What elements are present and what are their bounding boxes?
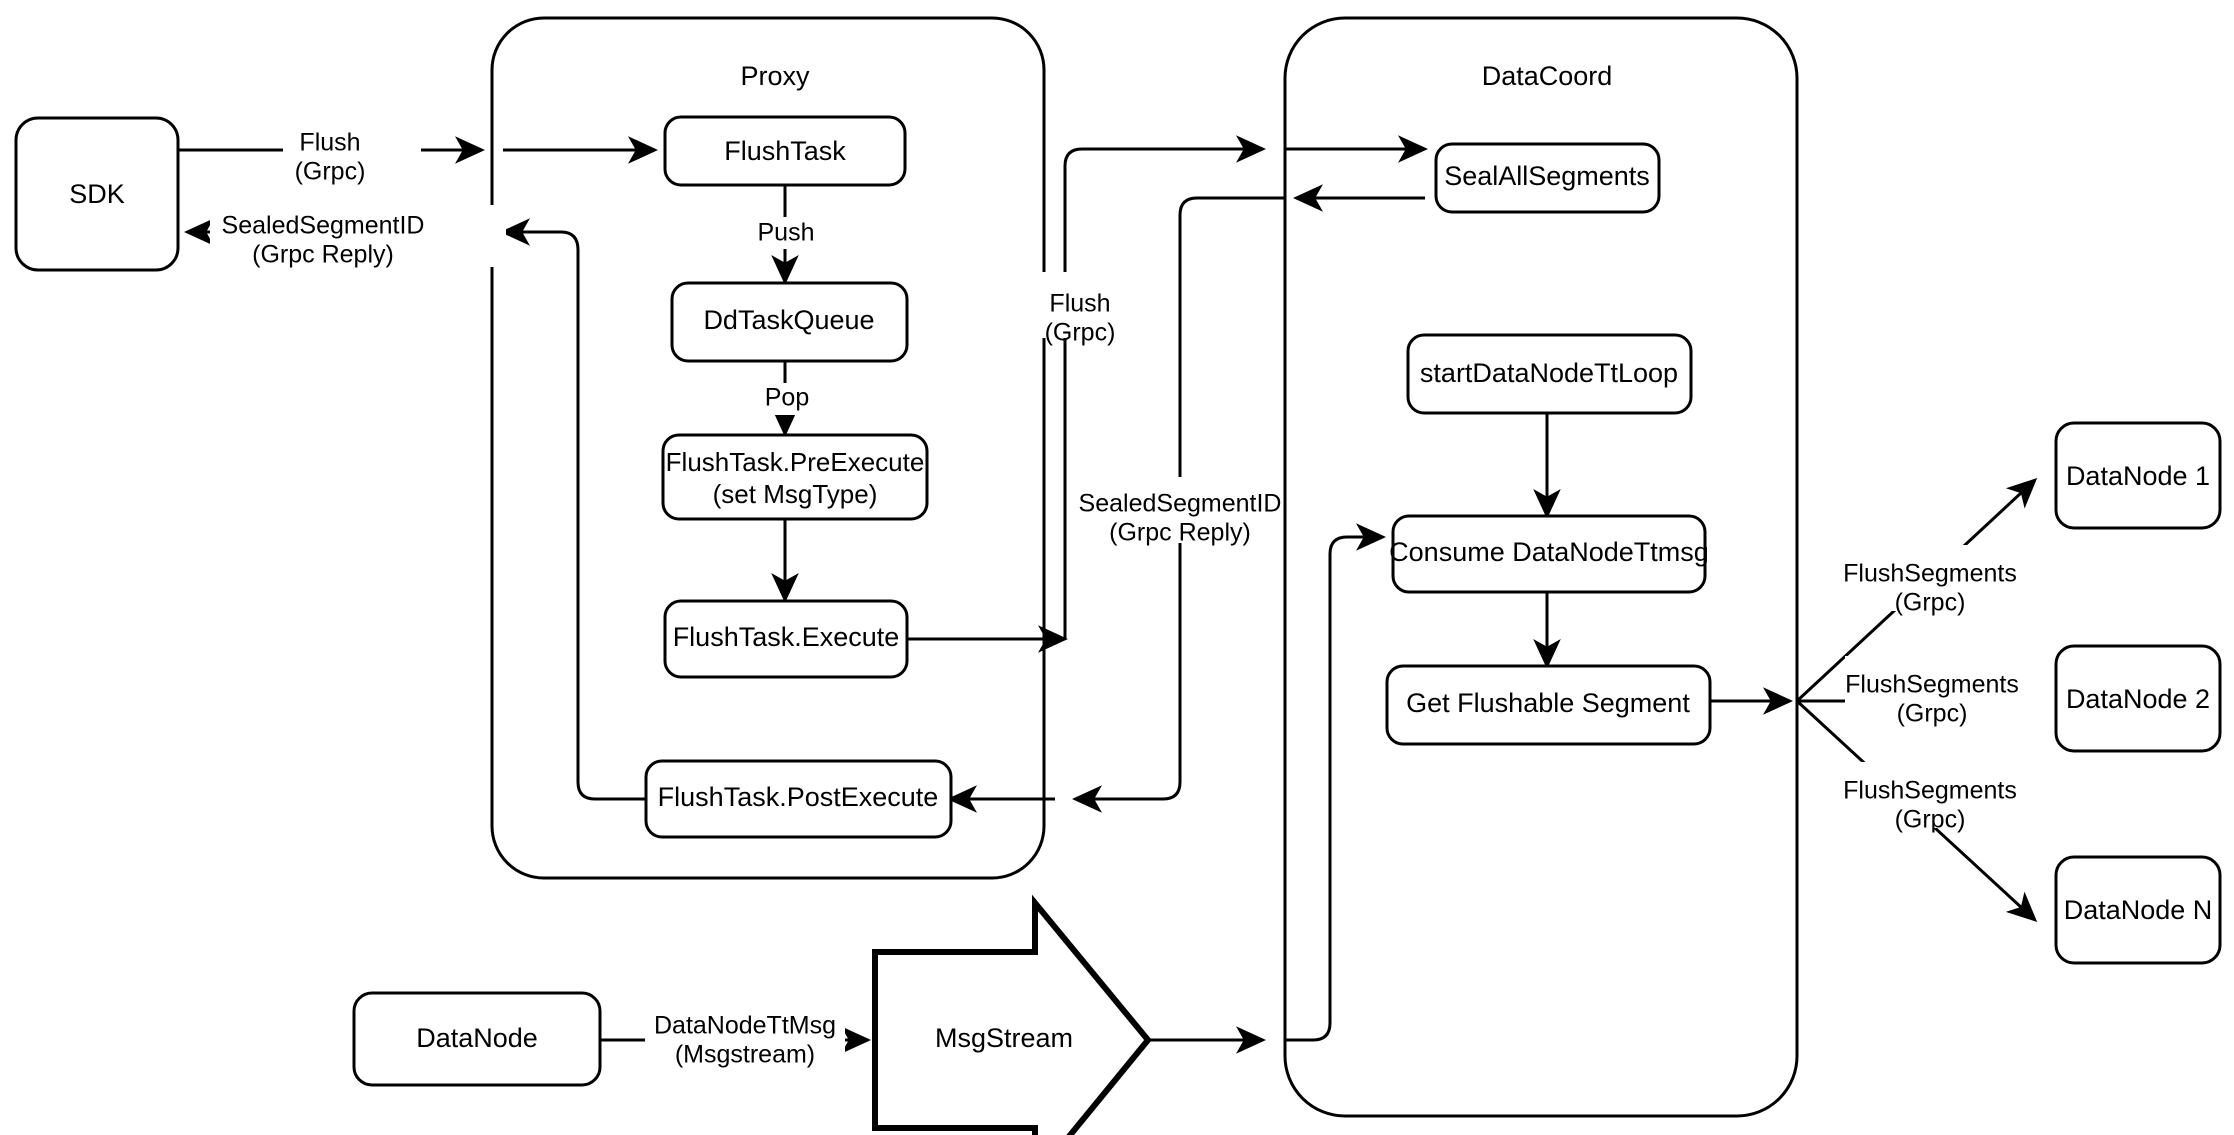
edge-label-bg-flushsegments-2	[1845, 656, 2045, 722]
edge-label-flushsegments-3-line1: FlushSegments	[1843, 777, 2017, 805]
edge-label-sealed-reply-line1: SealedSegmentID	[222, 212, 425, 240]
container-proxy	[490, 16, 1046, 880]
edge-label-datanode-tt-line1: DataNodeTtMsg	[654, 1012, 836, 1040]
edge-label-flushsegments-1-line1: FlushSegments	[1843, 560, 2017, 588]
node-datanode-1[interactable]	[2054, 421, 2222, 530]
node-msgstream-arrow[interactable]	[872, 894, 1152, 1135]
node-startdatanodettloop-label: startDataNodeTtLoop	[1420, 358, 1678, 388]
node-flushtask-label: FlushTask	[724, 136, 846, 166]
edge-label-flush-grpc-line1: Flush	[299, 129, 360, 157]
edge-label-bg-flush-mid	[1028, 272, 1142, 338]
node-datanode-n-label: DataNode N	[2064, 895, 2213, 925]
node-datanode-1-label: DataNode 1	[2066, 461, 2210, 491]
edge-label-push: Push	[758, 219, 815, 247]
node-datanode-source[interactable]	[352, 991, 602, 1087]
edge-label-bg-sealed-reply	[210, 205, 506, 267]
edge-label-sealed-mid-line1: SealedSegmentID	[1079, 490, 1282, 518]
edge-label-bg-flushsegments-1	[1843, 545, 2043, 611]
edge-label-bg-flushsegments-3	[1843, 762, 2043, 828]
node-datanode-source-label: DataNode	[416, 1023, 538, 1053]
edge-label-bg-flush-grpc	[283, 122, 421, 184]
edge-label-flushsegments-2-line1: FlushSegments	[1845, 671, 2019, 699]
edge-label-flush-mid-line2: (Grpc)	[1045, 319, 1116, 347]
node-ddtaskqueue[interactable]	[670, 281, 909, 363]
edge-label-bg-push	[747, 217, 825, 249]
edge-flush-rail-to-sealallsegments	[1063, 135, 1266, 639]
container-proxy-label: Proxy	[740, 61, 810, 91]
edge-label-datanode-tt-line2: (Msgstream)	[675, 1041, 815, 1069]
edge-ttmsg-rail-to-consume	[1285, 523, 1386, 1042]
edge-label-bg-sealed-mid	[1088, 477, 1270, 543]
container-datacoord-label: DataCoord	[1482, 61, 1613, 91]
node-sealallsegments-label: SealAllSegments	[1444, 161, 1650, 191]
node-get-flushable-segment-label: Get Flushable Segment	[1406, 688, 1690, 718]
edge-label-flush-grpc-line2: (Grpc)	[295, 158, 366, 186]
edge-label-bg-pop	[752, 383, 822, 415]
node-get-flushable-segment[interactable]	[1385, 664, 1712, 746]
container-datacoord	[1283, 16, 1799, 1118]
node-sdk[interactable]	[14, 116, 180, 272]
node-datanode-n[interactable]	[2054, 855, 2222, 965]
node-ddtaskqueue-label: DdTaskQueue	[703, 305, 874, 335]
node-postexecute-label: FlushTask.PostExecute	[658, 782, 939, 812]
node-preexecute-label-line1: FlushTask.PreExecute	[666, 447, 925, 477]
edge-label-flushsegments-2-line2: (Grpc)	[1897, 700, 1968, 728]
edge-label-flushsegments-3-line2: (Grpc)	[1895, 806, 1966, 834]
edge-label-sealed-reply-line2: (Grpc Reply)	[252, 241, 394, 269]
node-execute[interactable]	[663, 599, 909, 679]
node-preexecute[interactable]	[661, 433, 929, 521]
node-startdatanodettloop[interactable]	[1406, 333, 1693, 415]
edge-label-pop: Pop	[765, 384, 809, 412]
node-msgstream-label: MsgStream	[935, 1023, 1073, 1053]
node-sealallsegments[interactable]	[1434, 142, 1661, 214]
node-datanode-2-label: DataNode 2	[2066, 684, 2210, 714]
node-execute-label: FlushTask.Execute	[673, 622, 900, 652]
node-datanode-2[interactable]	[2054, 644, 2222, 753]
node-preexecute-label-line2: (set MsgType)	[713, 479, 878, 509]
edge-postexecute-to-reply-rail	[500, 218, 647, 801]
edge-label-bg-datanode-tt	[645, 1000, 845, 1066]
node-flushtask[interactable]	[663, 115, 907, 187]
node-postexecute[interactable]	[644, 759, 953, 839]
node-consume-datanodettmsg-label: Consume DataNodeTtmsg	[1389, 537, 1709, 567]
edge-label-sealed-mid-line2: (Grpc Reply)	[1109, 519, 1251, 547]
edge-label-flushsegments-1-line2: (Grpc)	[1895, 589, 1966, 617]
node-sdk-label: SDK	[69, 179, 125, 209]
node-consume-datanodettmsg[interactable]	[1391, 514, 1707, 594]
edge-label-flush-mid-line1: Flush	[1049, 290, 1110, 318]
